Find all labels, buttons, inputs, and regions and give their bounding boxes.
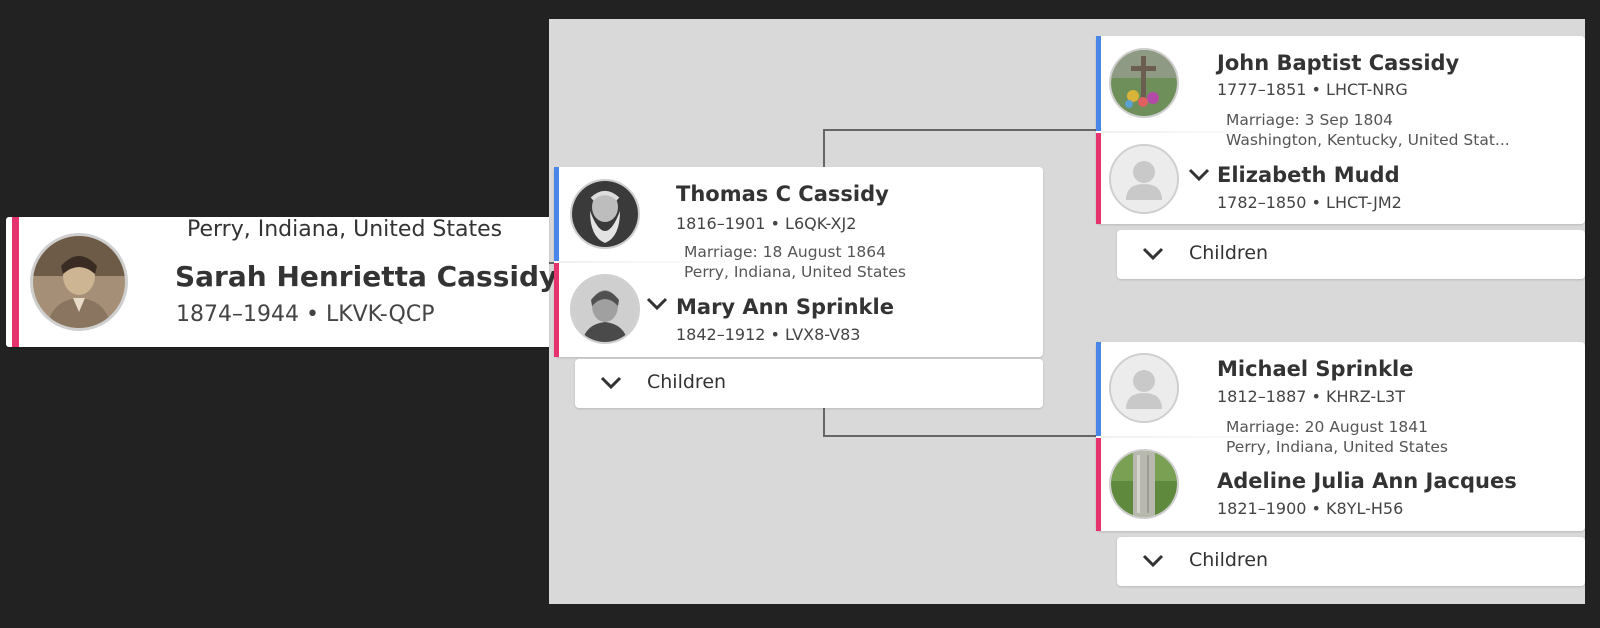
divider: [559, 261, 759, 263]
portrait-photo-icon[interactable]: [570, 274, 640, 344]
person-name[interactable]: Thomas C Cassidy: [676, 182, 889, 206]
divider: [1101, 436, 1301, 438]
connector-line: [823, 129, 825, 167]
children-label: Children: [647, 371, 727, 393]
children-button[interactable]: Children: [1117, 537, 1585, 586]
marriage-date: Marriage: 3 Sep 1804: [1226, 111, 1394, 129]
person-name[interactable]: Mary Ann Sprinkle: [676, 295, 894, 319]
marriage-date: Marriage: 18 August 1864: [684, 243, 886, 261]
gender-bar-female: [1096, 133, 1101, 224]
person-lifespan: 1782–1850 • LHCT-JM2: [1217, 193, 1402, 212]
person-lifespan: 1842–1912 • LVX8-V83: [676, 325, 861, 344]
person-name[interactable]: John Baptist Cassidy: [1217, 51, 1460, 75]
divider: [1101, 131, 1301, 133]
chevron-down-icon: [600, 376, 622, 390]
chevron-down-icon[interactable]: [1188, 168, 1210, 182]
chevron-down-icon: [1142, 554, 1164, 568]
parents-couple-card: Thomas C Cassidy 1816–1901 • L6QK-XJ2 Ma…: [554, 167, 1043, 357]
marriage-place: Washington, Kentucky, United Stat...: [1226, 131, 1510, 149]
gender-bar-male: [1096, 342, 1101, 436]
maternal-grandparents-card: Michael Sprinkle 1812–1887 • KHRZ-L3T Ma…: [1096, 342, 1585, 531]
children-button[interactable]: Children: [1117, 230, 1585, 279]
connector-line: [549, 262, 556, 264]
focus-person-lifespan: 1874–1944 • LKVK-QCP: [176, 302, 435, 327]
grave-photo-icon[interactable]: [1109, 449, 1179, 519]
person-lifespan: 1812–1887 • KHRZ-L3T: [1217, 387, 1406, 406]
focus-person-card[interactable]: Perry, Indiana, United States Sarah Henr…: [6, 217, 557, 347]
connector-line: [823, 407, 825, 437]
person-lifespan: 1816–1901 • L6QK-XJ2: [676, 214, 857, 233]
children-label: Children: [1189, 549, 1269, 571]
person-lifespan: 1821–1900 • K8YL-H56: [1217, 499, 1404, 518]
portrait-photo-icon[interactable]: [30, 233, 128, 331]
marriage-place: Perry, Indiana, United States: [684, 263, 907, 281]
children-button[interactable]: Children: [575, 359, 1043, 408]
gender-bar-female: [554, 263, 559, 357]
gender-bar-male: [1096, 36, 1101, 131]
birth-place: Perry, Indiana, United States: [187, 217, 503, 242]
children-label: Children: [1189, 242, 1269, 264]
gender-bar-female: [1096, 438, 1101, 531]
person-placeholder-icon[interactable]: [1109, 353, 1179, 423]
person-name[interactable]: Elizabeth Mudd: [1217, 163, 1400, 187]
paternal-grandparents-card: John Baptist Cassidy 1777–1851 • LHCT-NR…: [1096, 36, 1585, 224]
focus-person-name[interactable]: Sarah Henrietta Cassidy: [175, 260, 558, 293]
person-placeholder-icon[interactable]: [1109, 144, 1179, 214]
gender-bar-male: [554, 167, 559, 261]
person-name[interactable]: Adeline Julia Ann Jacques: [1217, 469, 1517, 493]
marriage-date: Marriage: 20 August 1841: [1226, 418, 1428, 436]
grave-photo-icon[interactable]: [1109, 48, 1179, 118]
marriage-place: Perry, Indiana, United States: [1226, 438, 1449, 456]
chevron-down-icon[interactable]: [646, 297, 668, 311]
chevron-down-icon: [1142, 247, 1164, 261]
person-name[interactable]: Michael Sprinkle: [1217, 357, 1414, 381]
connector-line: [823, 435, 1098, 437]
gender-bar-female: [12, 217, 19, 347]
portrait-photo-icon[interactable]: [570, 179, 640, 249]
connector-line: [823, 129, 1098, 131]
person-lifespan: 1777–1851 • LHCT-NRG: [1217, 80, 1408, 99]
